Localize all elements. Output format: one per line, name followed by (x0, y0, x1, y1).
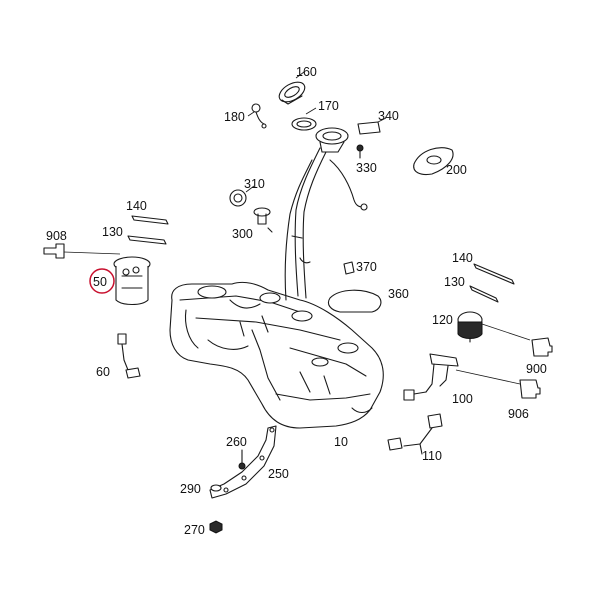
label-160: 160 (296, 65, 317, 79)
part-170-ring (291, 117, 317, 131)
label-250: 250 (268, 467, 289, 481)
label-120: 120 (432, 313, 453, 327)
label-300: 300 (232, 227, 253, 241)
part-140-right-seal (473, 263, 515, 285)
leader-180 (247, 111, 255, 117)
part-filler-head (315, 127, 349, 153)
part-110-level-sensor (387, 413, 443, 455)
leader-310 (245, 185, 255, 193)
label-370: 370 (356, 260, 377, 274)
label-900: 900 (526, 362, 547, 376)
label-330: 330 (356, 161, 377, 175)
part-100-pump-module (403, 353, 521, 401)
label-140-left: 140 (126, 199, 147, 213)
part-160-cap (278, 81, 306, 105)
part-130-right-ring (469, 285, 499, 303)
label-906: 906 (508, 407, 529, 421)
leader-160 (295, 71, 305, 79)
part-310-valve (229, 189, 247, 207)
part-180-tether (251, 103, 267, 129)
fuel-tank (169, 281, 384, 429)
label-50: 50 (93, 275, 107, 289)
label-360: 360 (388, 287, 409, 301)
part-290-washer (210, 484, 222, 492)
label-130-left: 130 (102, 225, 123, 239)
label-170: 170 (318, 99, 339, 113)
part-120-sender (457, 311, 531, 343)
label-270: 270 (184, 523, 205, 537)
label-310: 310 (244, 177, 265, 191)
part-50-fuel-pump (113, 256, 151, 306)
label-200: 200 (446, 163, 467, 177)
filler-neck (284, 147, 368, 301)
part-900-connector (531, 337, 553, 357)
label-340: 340 (378, 109, 399, 123)
part-908-connector (43, 243, 121, 259)
part-140-left-seal (131, 215, 169, 225)
part-200-flap (413, 147, 454, 176)
label-290: 290 (180, 482, 201, 496)
part-360-pad (327, 289, 382, 313)
highlight-circle-50 (89, 268, 115, 294)
part-370-grommet (343, 261, 355, 275)
part-340-plate (357, 121, 381, 135)
part-300-valve-stem (253, 207, 273, 233)
label-260: 260 (226, 435, 247, 449)
label-908: 908 (46, 229, 67, 243)
part-60-level-sensor (117, 333, 141, 379)
label-130-right: 130 (444, 275, 465, 289)
label-100: 100 (452, 392, 473, 406)
part-330-bolt (356, 144, 364, 159)
label-180: 180 (224, 110, 245, 124)
part-906-connector (519, 379, 541, 399)
label-110: 110 (422, 449, 442, 463)
label-60: 60 (96, 365, 110, 379)
leader-170 (305, 107, 317, 115)
part-270-nut (209, 520, 223, 534)
label-10: 10 (334, 435, 348, 449)
part-130-left-ring (127, 235, 167, 245)
part-260-bolt (238, 449, 246, 470)
leader-340 (377, 117, 387, 123)
label-140-right: 140 (452, 251, 473, 265)
